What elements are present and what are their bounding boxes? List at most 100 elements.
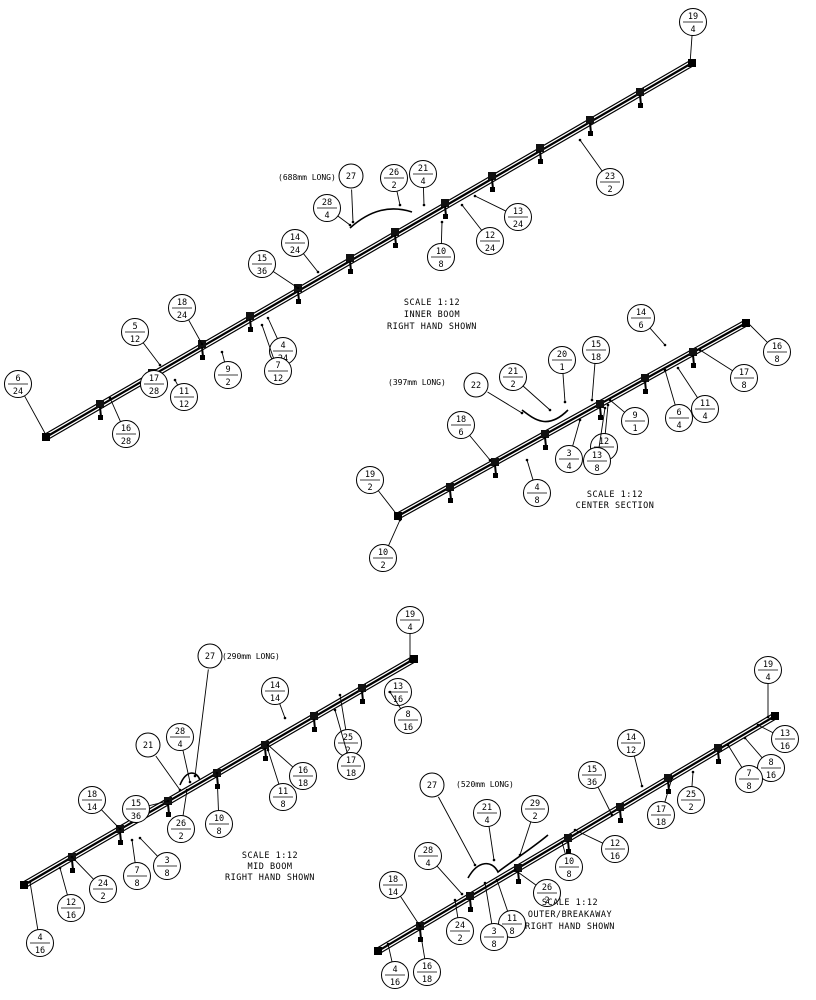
leader-line — [422, 187, 425, 206]
callout-balloon: 212 — [499, 363, 527, 391]
length-note: (520mm LONG) — [456, 780, 514, 789]
leader-dot — [460, 892, 464, 896]
item-quantity: 24 — [177, 311, 187, 321]
item-quantity: 24 — [485, 244, 495, 254]
callout-balloon: 108 — [555, 853, 583, 881]
leader-dot — [58, 866, 62, 870]
leader-dot — [483, 881, 487, 885]
leader-line — [514, 869, 537, 886]
item-quantity: 16 — [66, 911, 76, 921]
item-number: 17 — [739, 368, 749, 378]
leader-line — [334, 709, 348, 754]
leader-line — [142, 342, 161, 366]
leader-dot — [158, 363, 162, 367]
leader-dot — [348, 223, 352, 227]
item-number: 18 — [177, 298, 187, 308]
leader-line — [591, 363, 596, 401]
item-quantity: 2 — [607, 185, 612, 195]
leader-dot — [608, 398, 612, 402]
leader-line — [436, 865, 463, 895]
leader-dot — [70, 855, 74, 859]
callout-balloon: 284 — [166, 723, 194, 751]
leader-line — [677, 367, 698, 398]
item-number: 4 — [37, 933, 42, 943]
item-quantity: 2 — [532, 812, 537, 822]
item-quantity: 2 — [345, 746, 350, 756]
end-cap — [410, 655, 418, 663]
item-number: 26 — [542, 883, 552, 893]
item-quantity: 1 — [559, 363, 564, 373]
nozzle-body — [536, 144, 544, 164]
leader-line — [487, 391, 523, 414]
item-quantity: 12 — [130, 335, 140, 345]
leader-line — [664, 777, 673, 803]
leader-line — [71, 856, 94, 880]
leader-line — [649, 327, 666, 346]
item-number: 13 — [513, 207, 523, 217]
leader-dot — [418, 928, 422, 932]
item-quantity: 8 — [438, 260, 443, 270]
leader-line — [746, 321, 768, 343]
leader-dot — [488, 458, 492, 462]
leader-dot — [178, 788, 182, 792]
nozzle-body — [586, 116, 594, 136]
item-number: 29 — [530, 799, 540, 809]
callout-balloon: 92 — [214, 361, 242, 389]
length-note: (397mm LONG) — [388, 378, 446, 387]
leader-dot — [398, 518, 402, 522]
leader-dot — [338, 693, 342, 697]
leader-line — [339, 694, 347, 730]
leader-line — [609, 399, 625, 413]
end-cap — [688, 59, 696, 67]
leader-dot — [283, 716, 287, 720]
item-number: 7 — [275, 361, 280, 371]
view-caption: CENTER SECTION — [576, 501, 655, 511]
item-quantity: 36 — [131, 812, 141, 822]
item-quantity: 28 — [121, 437, 131, 447]
leader-dot — [766, 715, 770, 719]
item-quantity: 18 — [656, 818, 666, 828]
callout-balloon: 214 — [473, 799, 501, 827]
leader-line — [24, 395, 47, 436]
leader-line — [261, 324, 274, 359]
item-quantity: 18 — [422, 975, 432, 985]
item-quantity: 4 — [676, 421, 681, 431]
leader-dot — [108, 396, 112, 400]
leader-dot — [173, 378, 177, 382]
leader-dot — [578, 418, 582, 422]
item-quantity: 2 — [100, 892, 105, 902]
item-number: 26 — [176, 819, 186, 829]
leader-dot — [473, 863, 477, 867]
item-quantity: 4 — [177, 740, 182, 750]
leader-dot — [610, 813, 614, 817]
leader-dot — [396, 514, 400, 518]
callout-balloon: 201 — [548, 346, 576, 374]
item-number: 19 — [763, 660, 773, 670]
leader-line — [664, 369, 676, 406]
leader-line — [279, 703, 286, 719]
nozzle-body — [346, 254, 354, 274]
item-number: 5 — [132, 322, 137, 332]
item-number: 18 — [456, 415, 466, 425]
item-quantity: 12 — [273, 374, 283, 384]
item-number: 17 — [346, 756, 356, 766]
item-number: 27 — [205, 652, 215, 662]
item-quantity: 16 — [403, 723, 413, 733]
leader-dot — [756, 723, 760, 727]
item-number: 21 — [418, 164, 428, 174]
item-quantity: 36 — [587, 778, 597, 788]
leader-line — [148, 800, 169, 807]
leader-dot — [698, 348, 702, 352]
item-number: 13 — [780, 729, 790, 739]
item-quantity: 16 — [393, 695, 403, 705]
leader-dot — [726, 743, 730, 747]
scale-label: SCALE 1:12 — [587, 490, 643, 500]
boom-tube-edge — [399, 325, 748, 520]
nozzle-body — [96, 400, 104, 420]
